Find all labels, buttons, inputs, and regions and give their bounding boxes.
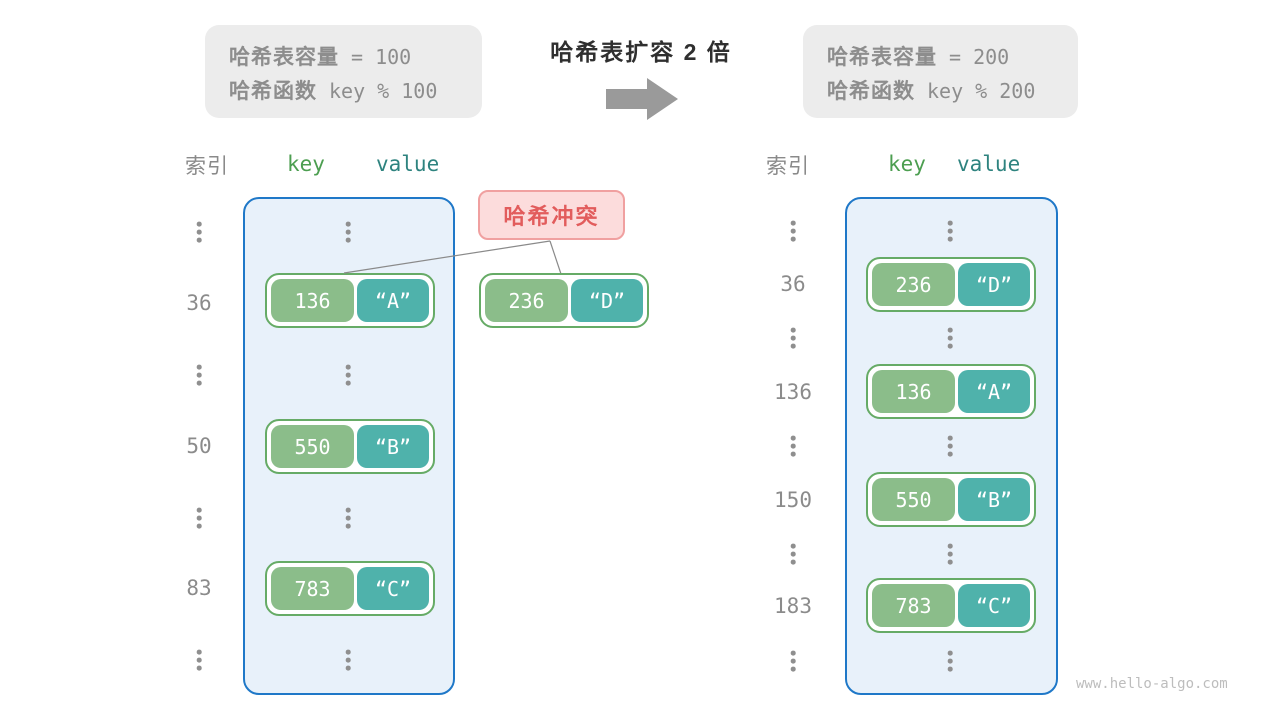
kv-pair-136-A: 136 “A” [866,364,1036,419]
ellipsis-dots [947,220,953,242]
kv-pair-550-B: 550 “B” [265,419,435,474]
left-index-50: 50 [186,434,212,458]
key-cell: 236 [485,279,568,322]
right-index-36: 36 [780,272,806,296]
ellipsis-dots [345,364,351,386]
right-index-136: 136 [774,380,812,404]
key-cell: 550 [872,478,955,521]
ellipsis-dots [947,435,953,457]
ellipsis-dots [947,327,953,349]
ellipsis-dots [196,221,202,243]
ellipsis-dots [947,543,953,565]
value-cell: “C” [958,584,1030,627]
hash-function-label: 哈希函数 [229,80,317,103]
right-index-150: 150 [774,488,812,512]
key-cell: 550 [271,425,354,468]
value-cell: “A” [958,370,1030,413]
right-index-183: 183 [774,594,812,618]
kv-pair-236-D-floating: 236 “D” [479,273,649,328]
kv-pair-783-C: 783 “C” [265,561,435,616]
key-cell: 783 [872,584,955,627]
left-value-header: value [376,152,440,176]
kv-pair-136-A: 136 “A” [265,273,435,328]
kv-pair-550-B: 550 “B” [866,472,1036,527]
key-cell: 783 [271,567,354,610]
right-index-header: 索引 [766,155,810,178]
capacity-value: = 200 [949,45,1010,69]
kv-pair-236-D: 236 “D” [866,257,1036,312]
hash-function-line: 哈希函数 key % 200 [827,74,1078,108]
ellipsis-dots [345,649,351,671]
value-cell: “C” [357,567,429,610]
hash-function-label: 哈希函数 [827,80,915,103]
key-cell: 136 [271,279,354,322]
info-box-after: 哈希表容量 = 200 哈希函数 key % 200 [803,25,1078,118]
watermark: www.hello-algo.com [1076,676,1228,692]
ellipsis-dots [345,507,351,529]
info-box-before: 哈希表容量 = 100 哈希函数 key % 100 [205,25,482,118]
diagram-title: 哈希表扩容 2 倍 [550,39,732,65]
hash-function-line: 哈希函数 key % 100 [229,74,482,108]
ellipsis-dots [790,435,796,457]
right-value-header: value [957,152,1021,176]
left-index-83: 83 [186,576,212,600]
ellipsis-dots [790,650,796,672]
capacity-line: 哈希表容量 = 100 [229,40,482,74]
left-index-header: 索引 [185,155,229,178]
value-cell: “A” [357,279,429,322]
value-cell: “D” [958,263,1030,306]
ellipsis-dots [947,650,953,672]
ellipsis-dots [196,507,202,529]
hash-function-value: key % 200 [927,79,1036,103]
capacity-value: = 100 [351,45,412,69]
left-key-header: key [287,152,325,176]
capacity-label: 哈希表容量 [827,46,937,69]
ellipsis-dots [790,543,796,565]
capacity-label: 哈希表容量 [229,46,339,69]
value-cell: “D” [571,279,643,322]
value-cell: “B” [357,425,429,468]
key-cell: 236 [872,263,955,306]
right-arrow-icon [606,78,678,120]
hash-function-value: key % 100 [329,79,438,103]
left-index-36: 36 [186,291,212,315]
value-cell: “B” [958,478,1030,521]
right-key-header: key [888,152,926,176]
ellipsis-dots [790,327,796,349]
kv-pair-783-C: 783 “C” [866,578,1036,633]
ellipsis-dots [196,364,202,386]
ellipsis-dots [790,220,796,242]
capacity-line: 哈希表容量 = 200 [827,40,1078,74]
ellipsis-dots [196,649,202,671]
key-cell: 136 [872,370,955,413]
hash-conflict-label: 哈希冲突 [478,190,625,240]
ellipsis-dots [345,221,351,243]
